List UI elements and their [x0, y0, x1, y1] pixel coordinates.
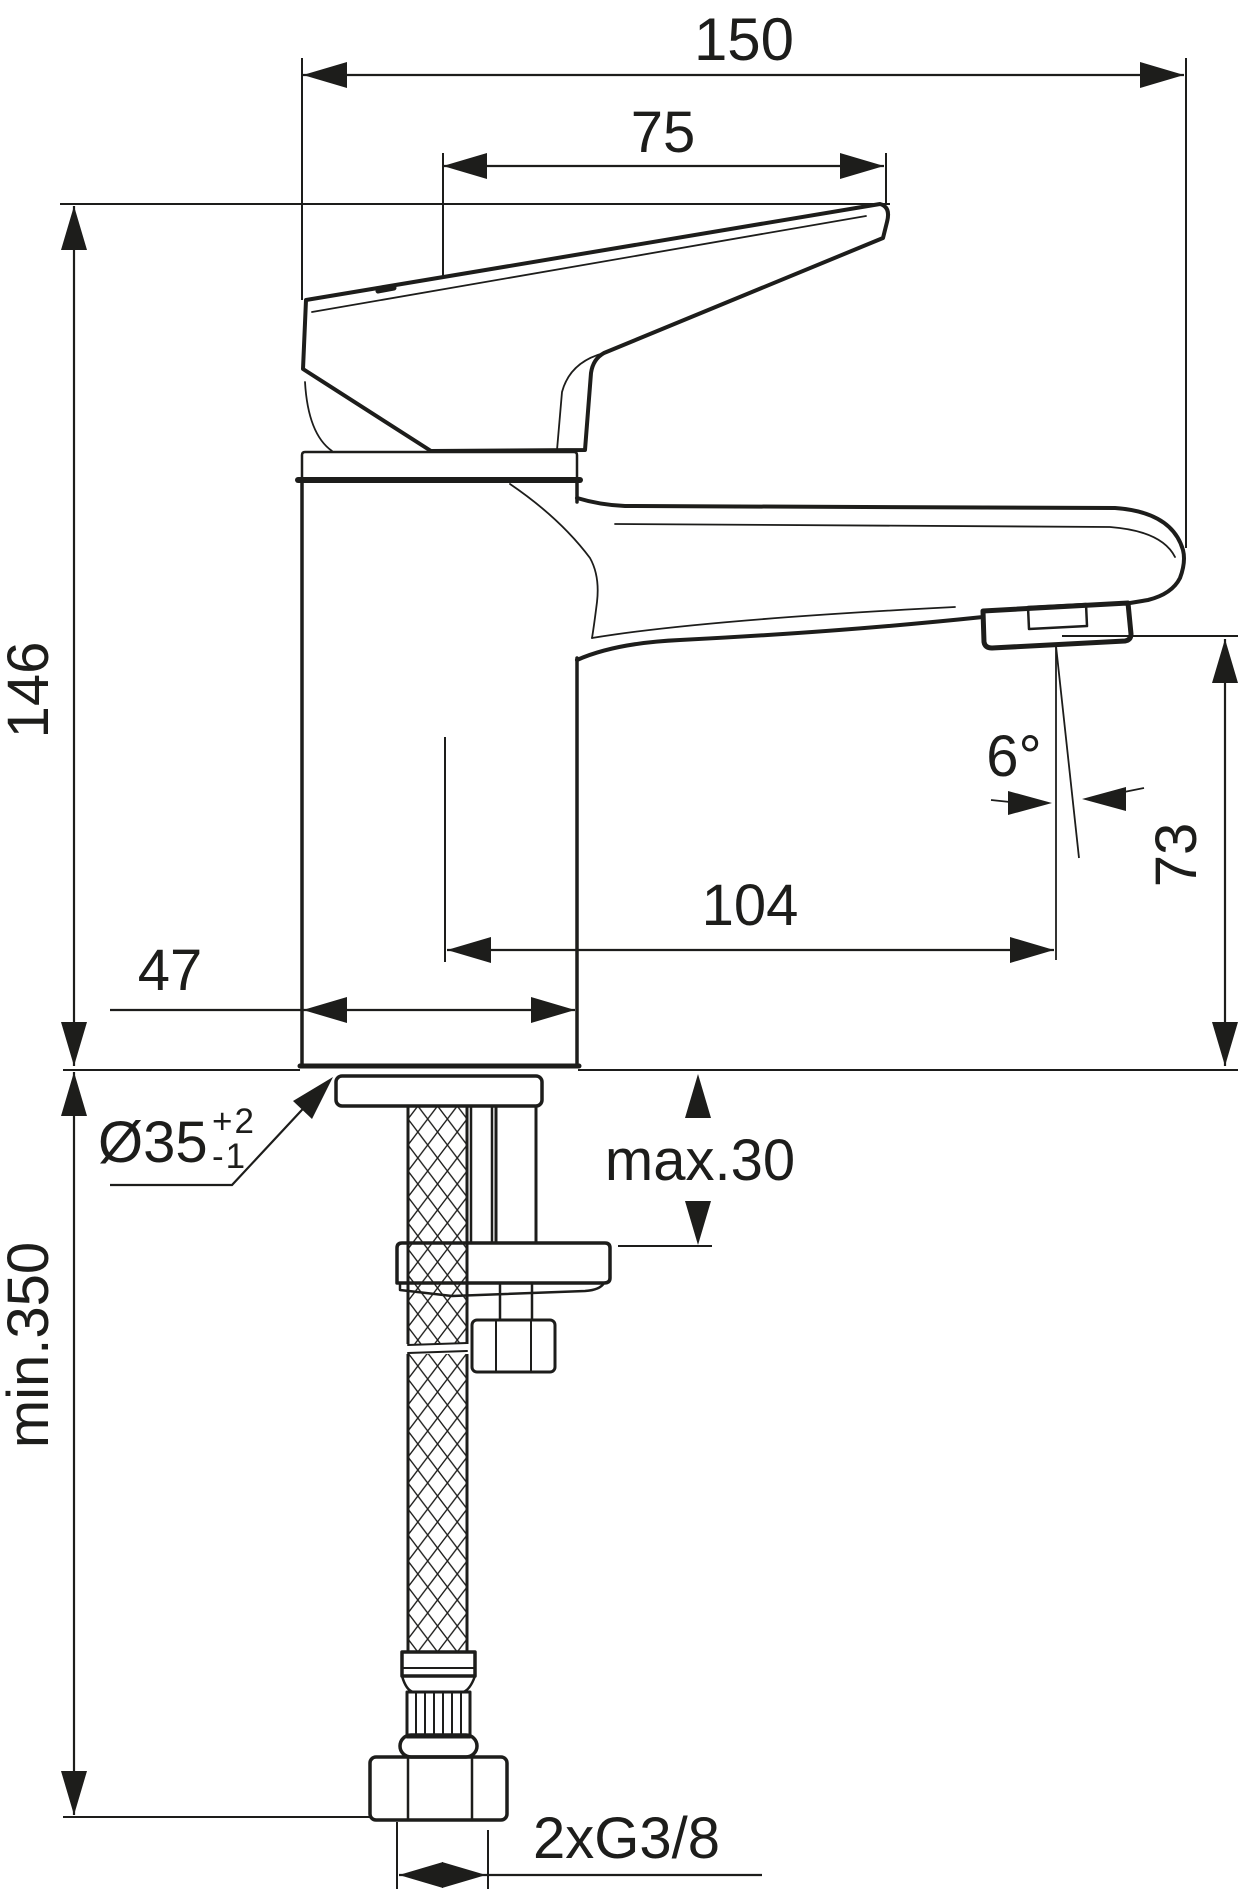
leader-dia35	[110, 1082, 328, 1187]
hose-seam-gap	[406, 1344, 469, 1354]
arrow-min350-bottom	[61, 1771, 87, 1815]
dimension-lines	[72, 73, 1227, 1877]
aerator	[980, 600, 1134, 651]
arrow-max30-top	[685, 1074, 711, 1118]
mounting-flange	[334, 1074, 544, 1108]
arrow-104-left	[447, 937, 491, 963]
arrow-150-left	[303, 62, 347, 88]
arrow-max30-bottom	[685, 1201, 711, 1245]
arrow-47-right	[531, 997, 575, 1023]
cap-ring	[300, 450, 579, 480]
angle-arrow-tail-left	[990, 799, 1011, 803]
hose-braid-texture	[408, 1106, 467, 1652]
arrow-146-bottom	[61, 1022, 87, 1066]
hose-ferrule	[400, 1650, 477, 1678]
angle-slanted-line	[1055, 645, 1080, 859]
dim-label-body-height: 146	[0, 642, 61, 739]
dim-label-hole-tol-lower: -1	[212, 1137, 247, 1176]
faucet-outline	[295, 202, 1186, 1822]
stud-nut-facets	[495, 1319, 532, 1373]
cap-dome-arc	[304, 381, 333, 452]
dim-label-spout-angle: 6°	[986, 724, 1041, 789]
arrow-angle-right	[1082, 787, 1126, 811]
dim-label-supply-connection: 2xG3/8	[533, 1806, 720, 1871]
arrow-73-top	[1212, 639, 1238, 683]
handle-lever	[301, 202, 891, 453]
arrow-g38-left	[399, 1862, 443, 1888]
body-blend-line	[509, 483, 599, 639]
fitting-knurl-lines	[415, 1691, 462, 1738]
supply-pipe	[494, 1104, 538, 1245]
arrowheads	[61, 62, 1238, 1888]
dim-label-outlet-height: 73	[1144, 823, 1209, 888]
mounting-stud	[469, 1104, 494, 1245]
stud-nut	[470, 1318, 557, 1374]
spout-underside-inner-line	[591, 606, 956, 639]
supply-pipe-stub	[498, 1283, 534, 1322]
handle-notch	[375, 285, 397, 294]
arrow-75-left	[443, 153, 487, 179]
dim-label-hose-clearance: min.350	[0, 1242, 61, 1448]
arrow-g38-right	[442, 1862, 486, 1888]
arrow-104-right	[1010, 937, 1054, 963]
arrow-146-top	[61, 206, 87, 250]
arrow-73-bottom	[1212, 1022, 1238, 1066]
dimension-labels: 150 75 146 6° 73 104 47 max.30 Ø35 +2 -1…	[0, 6, 1209, 1871]
dim-label-overall-depth: 150	[694, 6, 794, 73]
arrow-150-right	[1140, 62, 1184, 88]
spout-top-inner-line	[614, 523, 1176, 558]
washer-plate-lip	[398, 1281, 606, 1298]
connection-nut	[368, 1755, 509, 1822]
arrow-75-right	[840, 153, 884, 179]
handle-chamfer-line	[311, 215, 867, 313]
handle-neck-line	[556, 352, 605, 451]
fitting-taper	[400, 1674, 477, 1694]
washer-plate	[395, 1241, 612, 1285]
dim-label-handle-length: 75	[631, 100, 696, 165]
dim-label-hole-tol-upper: +2	[212, 1102, 256, 1141]
dim-label-spout-reach: 104	[702, 873, 799, 938]
aerator-inner-step	[1026, 602, 1089, 631]
dim-label-hole-diameter: Ø35	[98, 1110, 208, 1175]
arrow-47-left	[303, 997, 347, 1023]
connection-nut-facets	[406, 1755, 474, 1822]
spout-underside	[575, 615, 985, 662]
fitting-knurl	[405, 1690, 472, 1739]
arrow-angle-left	[1008, 791, 1052, 815]
arrow-dia35-leader	[293, 1077, 333, 1119]
dim-label-base-depth: 47	[138, 938, 203, 1003]
arrow-min350-top	[61, 1072, 87, 1116]
dim-label-deck-thickness: max.30	[605, 1128, 795, 1193]
angle-arrow-tail-right	[1123, 787, 1145, 793]
hose-seam-lines	[407, 1342, 468, 1354]
spout-top-edge	[575, 496, 1186, 605]
extension-lines	[60, 58, 1238, 1889]
